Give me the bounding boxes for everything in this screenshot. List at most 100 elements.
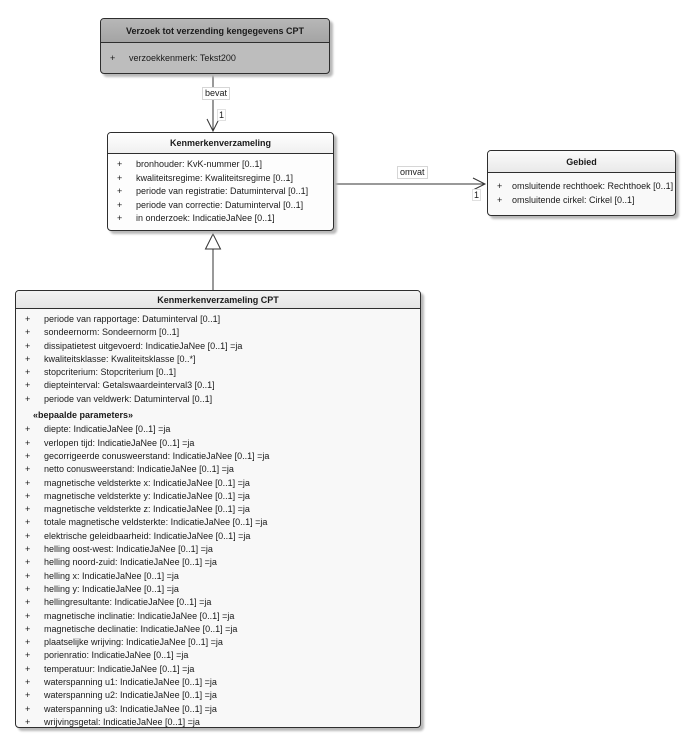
visibility-plus: + [497,181,503,191]
visibility-plus: + [110,53,116,63]
attribute-row: +helling noord-zuid: IndicatieJaNee [0..… [16,556,420,569]
visibility-plus: + [25,367,31,378]
attribute-row: +helling y: IndicatieJaNee [0..1] =ja [16,583,420,596]
attribute-row: + stopcriterium: Stopcriterium [0..1] [16,366,420,379]
class-box-verzoek-tot-verzending[interactable]: Verzoek tot verzending kengegevens CPT +… [100,18,330,74]
attribute-row: +plaatselijke wrijving: IndicatieJaNee [… [16,636,420,649]
attribute-compartment: + verzoekkenmerk: Tekst200 [101,43,329,65]
visibility-plus: + [25,690,31,701]
visibility-plus: + [25,716,31,727]
stereotype-label: «bepaalde parameters» [33,410,134,421]
attribute-text: periode van veldwerk: Datuminterval [0..… [44,393,213,404]
attribute-row: +magnetische veldsterkte y: IndicatieJaN… [16,490,420,503]
class-box-kenmerkenverzameling-cpt[interactable]: Kenmerkenverzameling CPT +periode van ra… [15,290,421,728]
attribute-text: periode van registratie: Datuminterval [… [136,186,309,197]
visibility-plus: + [25,437,31,448]
attribute-text: omsluitende cirkel: Cirkel [0..1] [512,195,635,205]
visibility-plus: + [25,557,31,568]
attribute-row: +periode van rapportage: Datuminterval [… [16,313,420,326]
attribute-row: +kwaliteitsregime: Kwaliteitsregime [0..… [108,172,333,186]
attribute-text: totale magnetische veldsterkte: Indicati… [44,517,268,528]
class-title: Kenmerkenverzameling CPT [16,291,420,309]
attribute-text: wrijvingsgetal: IndicatieJaNee [0..1] =j… [44,716,200,727]
attribute-text: verzoekkenmerk: Tekst200 [129,53,236,63]
attribute-text: magnetische inclinatie: IndicatieJaNee [… [44,610,235,621]
class-title: Kenmerkenverzameling [108,133,333,154]
attribute-text: helling oost-west: IndicatieJaNee [0..1]… [44,544,213,555]
visibility-plus: + [25,637,31,648]
visibility-plus: + [117,186,123,197]
visibility-plus: + [25,490,31,501]
attribute-row: + verlopen tijd: IndicatieJaNee [0..1] =j… [16,437,420,450]
attribute-group-general: +periode van rapportage: Datuminterval [… [16,313,420,406]
multiplicity-bevat: 1 [217,109,227,121]
visibility-plus: + [25,570,31,581]
visibility-plus: + [25,544,31,555]
attribute-row: + periode van correctie: Datuminterval [0… [108,199,333,213]
visibility-plus: + [25,530,31,541]
visibility-plus: + [25,353,31,364]
visibility-plus: + [25,677,31,688]
attribute-row: + hellingresultante: IndicatieJaNee [0..1… [16,596,420,609]
attribute-row: + magnetische inclinatie: IndicatieJaNee … [16,610,420,623]
attribute-row: +waterspanning u1: IndicatieJaNee [0..1]… [16,676,420,689]
visibility-plus: + [25,597,31,608]
attribute-compartment: +omsluitende rechthoek: Rechthoek [0..1]… [488,173,675,207]
visibility-plus: + [25,450,31,461]
attribute-row: + kwaliteitsklasse: Kwaliteitsklasse [0..… [16,353,420,366]
attribute-text: verlopen tijd: IndicatieJaNee [0..1] =ja [44,437,195,448]
attribute-row: + netto conusweerstand: IndicatieJaNee [0… [16,463,420,476]
attribute-text: temperatuur: IndicatieJaNee [0..1] =ja [44,663,195,674]
visibility-plus: + [117,199,123,210]
attribute-row: + periode van veldwerk: Datuminterval [0.… [16,393,420,406]
attribute-text: in onderzoek: IndicatieJaNee [0..1] [136,213,275,224]
attribute-text: netto conusweerstand: IndicatieJaNee [0.… [44,464,234,475]
attribute-row: + porienratio: IndicatieJaNee [0..1] =ja [16,649,420,662]
visibility-plus: + [25,424,31,435]
attribute-text: periode van correctie: Datuminterval [0.… [136,199,304,210]
attribute-row: + gecorrigeerde conusweerstand: Indicatie… [16,450,420,463]
attribute-text: hellingresultante: IndicatieJaNee [0..1]… [44,597,212,608]
class-box-gebied[interactable]: Gebied +omsluitende rechthoek: Rechthoek… [487,150,676,216]
visibility-plus: + [117,172,123,183]
attribute-row: +waterspanning u3: IndicatieJaNee [0..1]… [16,703,420,716]
attribute-row: + bronhouder: KvK-nummer [0..1] [108,158,333,172]
attribute-text: waterspanning u3: IndicatieJaNee [0..1] … [44,703,217,714]
visibility-plus: + [117,159,123,169]
attribute-text: bronhouder: KvK-nummer [0..1] [136,159,263,169]
visibility-plus: + [25,517,31,528]
visibility-plus: + [117,213,123,224]
attribute-row: + helling oost-west: IndicatieJaNee [0..1… [16,543,420,556]
attribute-text: gecorrigeerde conusweerstand: IndicatieJ… [44,450,270,461]
attribute-text: diepteinterval: Getalswaardeinterval3 [0… [44,380,215,391]
attribute-text: dissipatietest uitgevoerd: IndicatieJaNe… [44,340,243,351]
generalization-triangle-icon [204,232,222,250]
attribute-row: + in onderzoek: IndicatieJaNee [0..1] [108,212,333,226]
visibility-plus: + [497,195,503,205]
visibility-plus: + [25,650,31,661]
class-box-kenmerkenverzameling[interactable]: Kenmerkenverzameling + bronhouder: KvK-nu… [107,132,334,231]
attribute-row: + totale magnetische veldsterkte: Indicat… [16,516,420,529]
attribute-row: + omsluitende cirkel: Cirkel [0..1] [488,193,675,207]
association-label-bevat: bevat [202,87,231,100]
attribute-row: +magnetische declinatie: IndicatieJaNee … [16,623,420,636]
attribute-text: kwaliteitsklasse: Kwaliteitsklasse [0..*… [44,353,196,364]
class-title: Gebied [488,151,675,173]
attribute-text: magnetische veldsterkte x: IndicatieJaNe… [44,477,250,488]
multiplicity-omvat: 1 [472,189,482,201]
visibility-plus: + [25,610,31,621]
visibility-plus: + [25,477,31,488]
attribute-text: magnetische declinatie: IndicatieJaNee [… [44,623,238,634]
visibility-plus: + [25,663,31,674]
attribute-text: stopcriterium: Stopcriterium [0..1] [44,367,177,378]
attribute-text: magnetische veldsterkte z: IndicatieJaNe… [44,504,250,515]
attribute-row: + periode van registratie: Datuminterval … [108,185,333,199]
association-label-omvat: omvat [397,166,428,179]
attribute-compartment: + bronhouder: KvK-nummer [0..1] +kwalitei… [108,154,333,226]
visibility-plus: + [25,464,31,475]
attribute-row: +waterspanning u2: IndicatieJaNee [0..1]… [16,689,420,702]
visibility-plus: + [25,327,31,338]
visibility-plus: + [25,393,31,404]
attribute-text: porienratio: IndicatieJaNee [0..1] =ja [44,650,189,661]
attribute-row: + verzoekkenmerk: Tekst200 [101,47,329,65]
